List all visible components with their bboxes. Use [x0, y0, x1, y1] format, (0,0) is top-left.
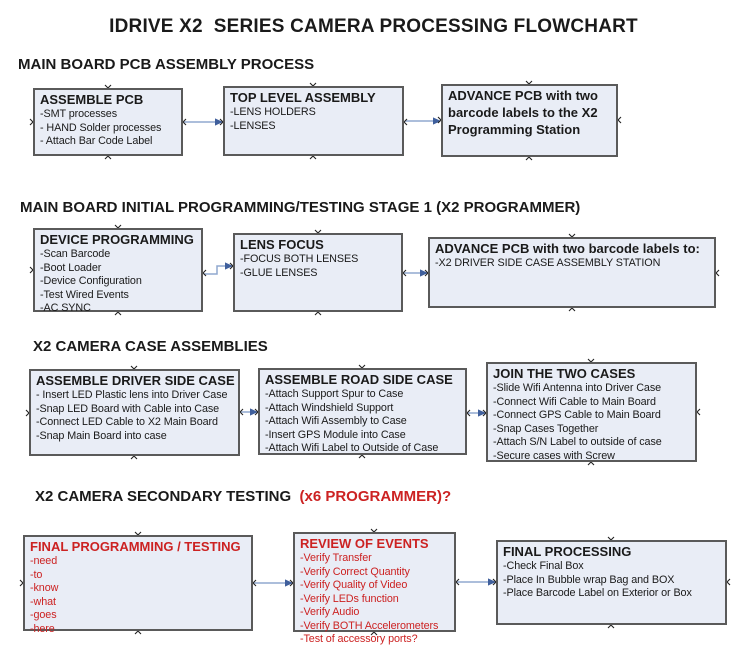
box-lines: -Slide Wifi Antenna into Driver Case-Con… — [493, 382, 690, 463]
box-line: -Attach Wifi Label to Outside of Case — [265, 442, 439, 454]
box-line: -Verify Audio — [300, 606, 360, 618]
box-line: -LENS HOLDERS — [230, 106, 316, 118]
box-line: -Verify Transfer — [300, 552, 372, 564]
box-line: -goes — [30, 609, 57, 621]
box-line: - Insert LED Plastic lens into Driver Ca… — [36, 389, 228, 401]
box-title: ASSEMBLE DRIVER SIDE CASE — [36, 373, 235, 388]
box-lines: -X2 DRIVER SIDE CASE ASSEMBLY STATION — [435, 257, 709, 271]
box-line: -Attach Support Spur to Case — [265, 388, 404, 400]
box-line: -LENSES — [230, 119, 276, 132]
page-title: IDRIVE X2 SERIES CAMERA PROCESSING FLOWC… — [109, 16, 638, 37]
flow-box-join-the-two-cases: JOIN THE TWO CASES -Slide Wifi Antenna i… — [486, 362, 697, 462]
box-line: -Insert GPS Module into Case — [265, 428, 406, 441]
flow-box-final-programming-testing: FINAL PROGRAMMING / TESTING -need-to-kno… — [23, 535, 253, 635]
box-lines: -FOCUS BOTH LENSES-GLUE LENSES — [240, 253, 396, 280]
box-lines: -need-to-know-what-goes-here — [30, 555, 246, 636]
box-line: -what — [30, 595, 56, 608]
section-heading-secondary-testing-black: X2 CAMERA SECONDARY TESTING — [35, 488, 300, 505]
box-line: -Verify Correct Quantity — [300, 565, 410, 578]
box-line: -Verify BOTH Accelerometers — [300, 619, 439, 632]
flow-box-advance-pcb-programming-station: ADVANCE PCB with two barcode labels to t… — [441, 84, 618, 157]
box-line: - Attach Bar Code Label — [40, 135, 153, 147]
box-line: -Verify LEDs function — [300, 592, 399, 605]
box-line: -Attach Windshield Support — [265, 401, 394, 414]
box-line: -Place Barcode Label on Exterior or Box — [503, 587, 692, 599]
flow-arrowhead — [478, 409, 486, 417]
box-line: -Attach S/N Label to outside of case — [493, 436, 662, 448]
box-line: -Device Configuration — [40, 275, 142, 287]
box-line: -Place In Bubble wrap Bag and BOX — [503, 573, 675, 586]
box-title: TOP LEVEL ASSEMBLY — [230, 90, 376, 105]
section-heading-case-assemblies: X2 CAMERA CASE ASSEMBLIES — [33, 338, 268, 355]
flow-box-assemble-driver-side-case: ASSEMBLE DRIVER SIDE CASE - Insert LED P… — [29, 369, 240, 456]
box-title: REVIEW OF EVENTS — [300, 536, 429, 551]
box-title: FINAL PROCESSING — [503, 544, 632, 559]
section-heading-initial-programming: MAIN BOARD INITIAL PROGRAMMING/TESTING S… — [20, 199, 581, 216]
flow-box-assemble-road-side-case: ASSEMBLE ROAD SIDE CASE -Attach Support … — [258, 368, 467, 455]
box-title: DEVICE PROGRAMMING — [40, 232, 194, 247]
flow-box-device-programming: DEVICE PROGRAMMING -Scan Barcode-Boot Lo… — [33, 228, 203, 314]
flow-arrowhead — [488, 578, 496, 586]
box-title: FINAL PROGRAMMING / TESTING — [30, 539, 241, 554]
flow-box-lens-focus: LENS FOCUS -FOCUS BOTH LENSES-GLUE LENSE… — [233, 233, 403, 312]
flow-box-assemble-pcb: ASSEMBLE PCB -SMT processes- HAND Solder… — [33, 88, 183, 156]
box-line: -Snap Cases Together — [493, 422, 599, 435]
box-title: ASSEMBLE PCB — [40, 92, 144, 107]
box-title: JOIN THE TWO CASES — [493, 366, 636, 381]
box-line: -Connect GPS Cable to Main Board — [493, 409, 661, 421]
flow-arrowhead — [433, 117, 441, 125]
box-line: -Verify Quality of Video — [300, 579, 408, 591]
box-lines: -Verify Transfer-Verify Correct Quantity… — [300, 552, 449, 647]
box-line: -Scan Barcode — [40, 248, 111, 260]
flow-arrowhead — [215, 118, 223, 126]
box-line: -know — [30, 582, 59, 594]
box-lines: -Check Final Box-Place In Bubble wrap Ba… — [503, 560, 720, 601]
flow-arrowhead — [225, 262, 233, 270]
box-lines: -Scan Barcode-Boot Loader-Device Configu… — [40, 248, 196, 316]
box-line: - HAND Solder processes — [40, 121, 162, 134]
box-line: -AC SYNC — [40, 302, 91, 314]
flow-box-advance-pcb-driver-side: ADVANCE PCB with two barcode labels to: … — [428, 237, 716, 308]
box-title: ASSEMBLE ROAD SIDE CASE — [265, 372, 453, 387]
flow-box-final-processing: FINAL PROCESSING -Check Final Box-Place … — [496, 540, 727, 625]
box-title: ADVANCE PCB with two barcode labels to: — [435, 241, 700, 256]
section-heading-secondary-testing: X2 CAMERA SECONDARY TESTING (x6 PROGRAMM… — [35, 488, 451, 505]
section-heading-pcb-assembly: MAIN BOARD PCB ASSEMBLY PROCESS — [18, 56, 315, 73]
box-line: -X2 DRIVER SIDE CASE ASSEMBLY STATION — [435, 257, 661, 269]
box-lines: - Insert LED Plastic lens into Driver Ca… — [36, 389, 233, 443]
flow-arrow — [204, 265, 225, 275]
box-title: ADVANCE PCB with two barcode labels to t… — [448, 88, 598, 137]
flow-box-review-of-events: REVIEW OF EVENTS -Verify Transfer-Verify… — [293, 532, 456, 645]
flow-arrowhead — [285, 579, 293, 587]
flow-arrowhead — [250, 408, 258, 416]
box-line: -Slide Wifi Antenna into Driver Case — [493, 382, 662, 394]
box-line: -need — [30, 555, 58, 567]
box-line: -to — [30, 568, 43, 581]
box-line: -Snap LED Board with Cable into Case — [36, 402, 220, 415]
box-line: -Check Final Box — [503, 560, 584, 572]
box-line: -here — [30, 622, 55, 635]
box-line: -Connect Wifi Cable to Main Board — [493, 395, 656, 408]
box-line: -Test Wired Events — [40, 288, 129, 301]
box-line: -Attach Wifi Assembly to Case — [265, 415, 407, 427]
box-line: -Boot Loader — [40, 261, 102, 274]
box-line: -Secure cases with Screw — [493, 449, 615, 462]
flow-arrowhead — [420, 269, 428, 277]
box-lines: -LENS HOLDERS-LENSES — [230, 106, 397, 133]
box-line: -SMT processes — [40, 108, 117, 120]
box-title: LENS FOCUS — [240, 237, 324, 252]
box-line: -Snap Main Board into case — [36, 429, 167, 442]
box-line: -Connect LED Cable to X2 Main Board — [36, 416, 218, 428]
box-lines: -Attach Support Spur to Case-Attach Wind… — [265, 388, 460, 456]
box-line: -FOCUS BOTH LENSES — [240, 253, 359, 265]
box-line: -GLUE LENSES — [240, 266, 318, 279]
flow-box-top-level-assembly: TOP LEVEL ASSEMBLY -LENS HOLDERS-LENSES — [223, 86, 404, 156]
box-lines: -SMT processes- HAND Solder processes- A… — [40, 108, 176, 149]
box-line: -Test of accessory ports? — [300, 633, 418, 645]
section-heading-secondary-testing-red: (x6 PROGRAMMER)? — [299, 488, 452, 505]
